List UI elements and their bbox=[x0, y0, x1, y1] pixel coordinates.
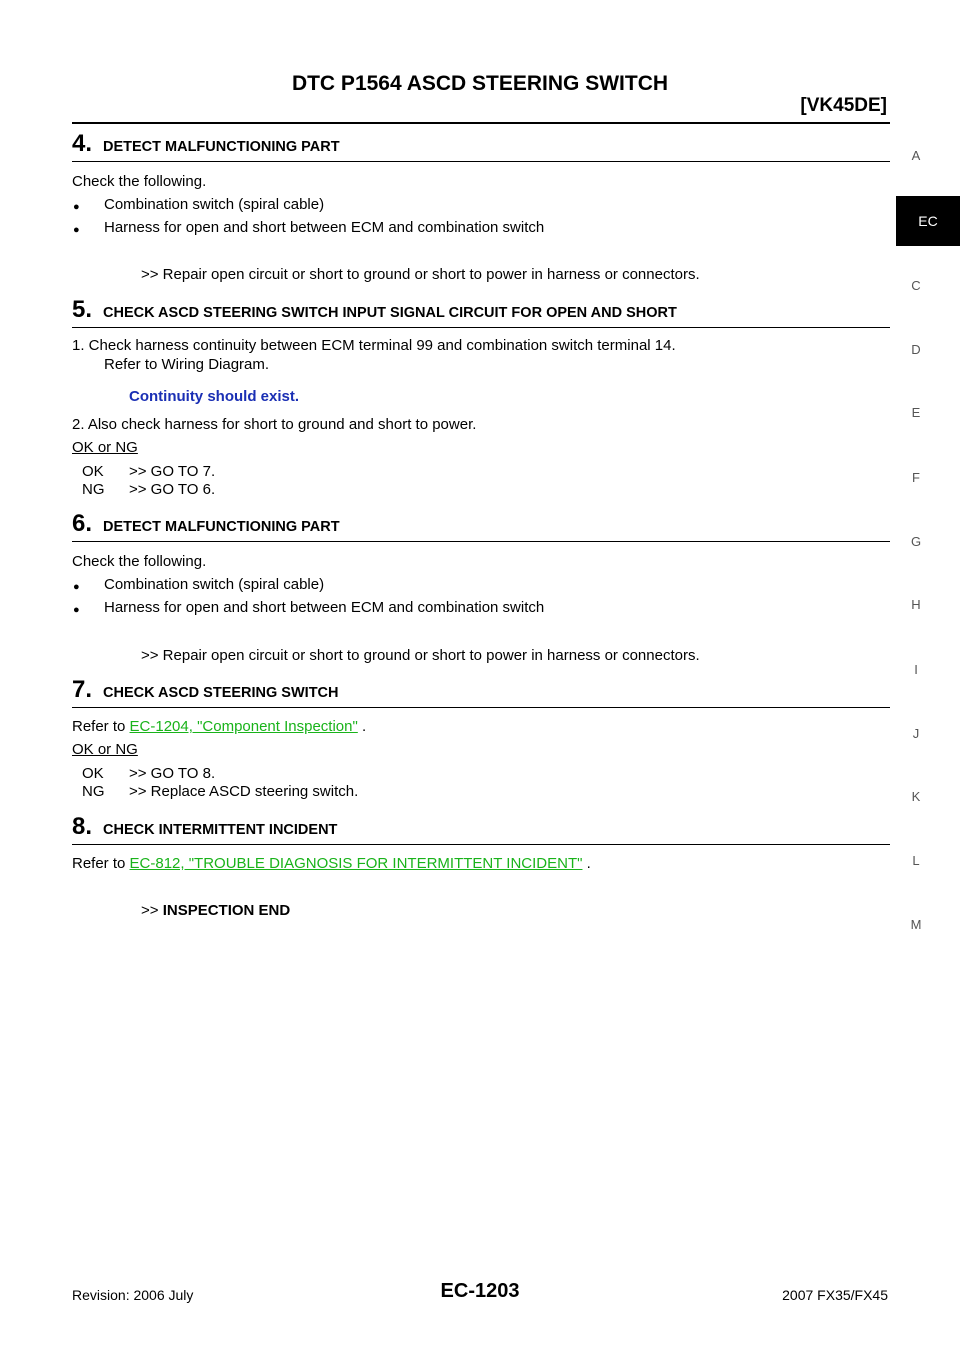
section-heading: CHECK INTERMITTENT INCIDENT bbox=[103, 822, 338, 838]
section-5-step-1: 1. Check harness continuity between ECM … bbox=[72, 337, 676, 354]
side-tab-d[interactable]: D bbox=[911, 342, 921, 357]
side-tab-l[interactable]: L bbox=[912, 853, 920, 868]
section-8-refer: Refer to EC-812, "TROUBLE DIAGNOSIS FOR … bbox=[72, 855, 591, 872]
ng-label: NG bbox=[82, 481, 105, 498]
section-5-step-2: 2. Also check harness for short to groun… bbox=[72, 416, 477, 433]
section-heading: DETECT MALFUNCTIONING PART bbox=[103, 519, 340, 535]
ng-action: >> Replace ASCD steering switch. bbox=[129, 783, 359, 800]
section-4-bullet-1: Combination switch (spiral cable) bbox=[104, 196, 325, 213]
section-6-header: 6. DETECT MALFUNCTIONING PART bbox=[72, 510, 890, 538]
side-tab-f[interactable]: F bbox=[912, 470, 920, 485]
section-number: 4. bbox=[72, 130, 93, 157]
refer-suffix: . bbox=[586, 855, 591, 872]
continuity-spec: Continuity should exist. bbox=[129, 388, 300, 405]
ok-action: >> GO TO 7. bbox=[129, 463, 216, 480]
refer-suffix: . bbox=[361, 718, 367, 735]
side-tab-g[interactable]: G bbox=[910, 534, 922, 549]
side-tab-e[interactable]: E bbox=[911, 405, 921, 420]
section-number: 8. bbox=[72, 813, 93, 840]
section-divider bbox=[72, 844, 890, 845]
section-6-bullet-1: Combination switch (spiral cable) bbox=[104, 576, 325, 593]
side-tab-ec[interactable]: EC bbox=[896, 196, 960, 246]
section-6-bullet-2: Harness for open and short between ECM a… bbox=[104, 599, 545, 616]
side-tab-a[interactable]: A bbox=[911, 148, 921, 163]
side-tab-m[interactable]: M bbox=[910, 917, 922, 932]
side-tab-j[interactable]: J bbox=[912, 726, 920, 741]
section-8-result: >> INSPECTION END bbox=[141, 902, 290, 919]
inspection-end-label: INSPECTION END bbox=[162, 902, 291, 919]
component-inspection-link[interactable]: EC-1204, "Component Inspection" bbox=[129, 718, 358, 735]
section-4-intro: Check the following. bbox=[72, 173, 207, 190]
side-tab-i[interactable]: I bbox=[914, 662, 918, 677]
section-5-step-1-refer: Refer to Wiring Diagram. bbox=[104, 356, 270, 373]
result-arrow: >> bbox=[141, 902, 159, 919]
vehicle-model-label: 2007 FX35/FX45 bbox=[782, 1287, 888, 1303]
bullet-icon: ● bbox=[73, 604, 80, 616]
header-divider bbox=[72, 122, 890, 124]
side-tab-h[interactable]: H bbox=[911, 597, 921, 612]
refer-prefix: Refer to bbox=[72, 855, 126, 872]
section-6-result: >> Repair open circuit or short to groun… bbox=[141, 647, 700, 664]
section-heading: CHECK ASCD STEERING SWITCH INPUT SIGNAL … bbox=[103, 305, 677, 321]
section-divider bbox=[72, 327, 890, 328]
ok-label: OK bbox=[82, 765, 104, 782]
section-heading: CHECK ASCD STEERING SWITCH bbox=[103, 685, 339, 701]
section-4-header: 4. DETECT MALFUNCTIONING PART bbox=[72, 130, 890, 158]
section-heading: DETECT MALFUNCTIONING PART bbox=[103, 139, 340, 155]
ok-or-ng-label: OK or NG bbox=[72, 741, 138, 758]
section-5-header: 5. CHECK ASCD STEERING SWITCH INPUT SIGN… bbox=[72, 296, 890, 324]
ng-label: NG bbox=[82, 783, 105, 800]
section-6-intro: Check the following. bbox=[72, 553, 207, 570]
refer-prefix: Refer to bbox=[72, 718, 126, 735]
section-4-bullet-2: Harness for open and short between ECM a… bbox=[104, 219, 545, 236]
bullet-icon: ● bbox=[73, 581, 80, 593]
ok-action: >> GO TO 8. bbox=[129, 765, 216, 782]
ok-or-ng-label: OK or NG bbox=[72, 439, 138, 456]
page-number: EC-1203 bbox=[440, 1280, 520, 1302]
section-4-result: >> Repair open circuit or short to groun… bbox=[141, 266, 700, 283]
section-number: 6. bbox=[72, 510, 93, 537]
ng-action: >> GO TO 6. bbox=[129, 481, 216, 498]
section-7-refer: Refer to EC-1204, "Component Inspection"… bbox=[72, 718, 366, 735]
section-divider bbox=[72, 707, 890, 708]
ok-label: OK bbox=[82, 463, 104, 480]
section-8-header: 8. CHECK INTERMITTENT INCIDENT bbox=[72, 813, 890, 841]
section-divider bbox=[72, 161, 890, 162]
section-number: 7. bbox=[72, 676, 93, 703]
bullet-icon: ● bbox=[73, 224, 80, 236]
section-divider bbox=[72, 541, 890, 542]
section-number: 5. bbox=[72, 296, 93, 323]
intermittent-incident-link[interactable]: EC-812, "TROUBLE DIAGNOSIS FOR INTERMITT… bbox=[129, 855, 583, 872]
bullet-icon: ● bbox=[73, 201, 80, 213]
revision-label: Revision: 2006 July bbox=[72, 1287, 194, 1303]
engine-model-label: [VK45DE] bbox=[800, 95, 887, 116]
side-tab-k[interactable]: K bbox=[911, 789, 921, 804]
section-7-header: 7. CHECK ASCD STEERING SWITCH bbox=[72, 676, 890, 704]
side-tab-c[interactable]: C bbox=[911, 278, 921, 293]
page-title: DTC P1564 ASCD STEERING SWITCH bbox=[291, 72, 669, 95]
